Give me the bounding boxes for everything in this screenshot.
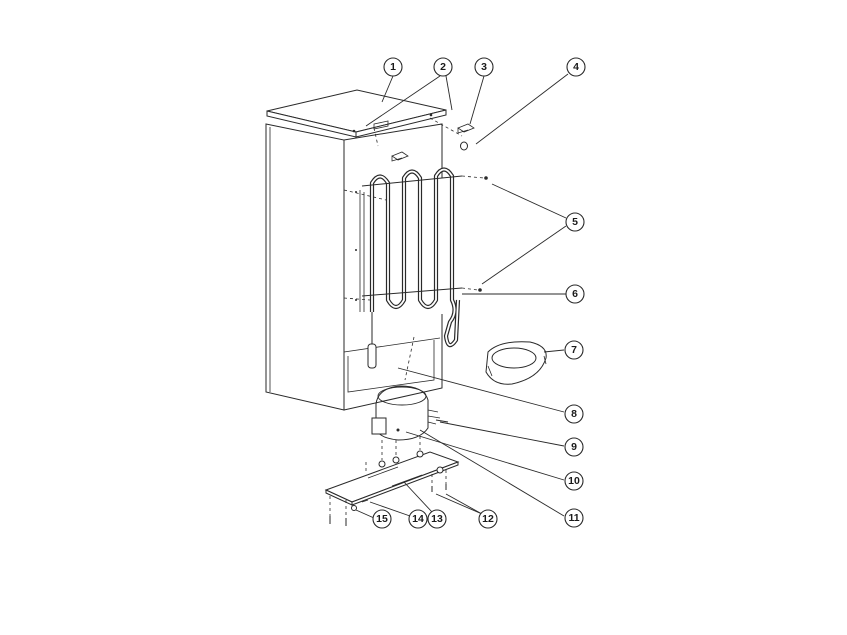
callout-12-label: 12 xyxy=(482,513,494,525)
callout-13: 13 xyxy=(427,509,447,529)
callout-13-label: 13 xyxy=(431,513,443,525)
callout-2-label: 2 xyxy=(440,61,446,73)
compressor xyxy=(371,385,449,441)
callout-8-label: 8 xyxy=(571,408,577,420)
callout-5-label: 5 xyxy=(572,216,578,228)
callout-5: 5 xyxy=(565,212,585,232)
callout-6: 6 xyxy=(565,284,585,304)
callout-4-label: 4 xyxy=(573,61,579,73)
callout-11: 11 xyxy=(564,508,584,528)
callout-9-label: 9 xyxy=(571,441,577,453)
top-cover xyxy=(266,89,463,147)
callout-8: 8 xyxy=(564,404,584,424)
callout-10-label: 10 xyxy=(568,475,580,487)
callout-3: 3 xyxy=(474,57,494,77)
callout-1: 1 xyxy=(383,57,403,77)
leader-lines xyxy=(355,73,569,519)
callout-1-label: 1 xyxy=(390,61,396,73)
callout-14: 14 xyxy=(408,509,428,529)
callout-6-label: 6 xyxy=(572,288,578,300)
callout-4: 4 xyxy=(566,57,586,77)
callout-7: 7 xyxy=(564,340,584,360)
callout-15-label: 15 xyxy=(376,513,388,525)
callout-15: 15 xyxy=(372,509,392,529)
callout-10: 10 xyxy=(564,471,584,491)
condenser-coil xyxy=(343,123,488,369)
callout-9: 9 xyxy=(564,437,584,457)
callout-14-label: 14 xyxy=(412,513,424,525)
callout-11-label: 11 xyxy=(568,512,579,524)
drip-tray xyxy=(485,341,547,385)
callout-12: 12 xyxy=(478,509,498,529)
callout-3-label: 3 xyxy=(481,61,487,73)
callout-2: 2 xyxy=(433,57,453,77)
callout-7-label: 7 xyxy=(571,344,577,356)
